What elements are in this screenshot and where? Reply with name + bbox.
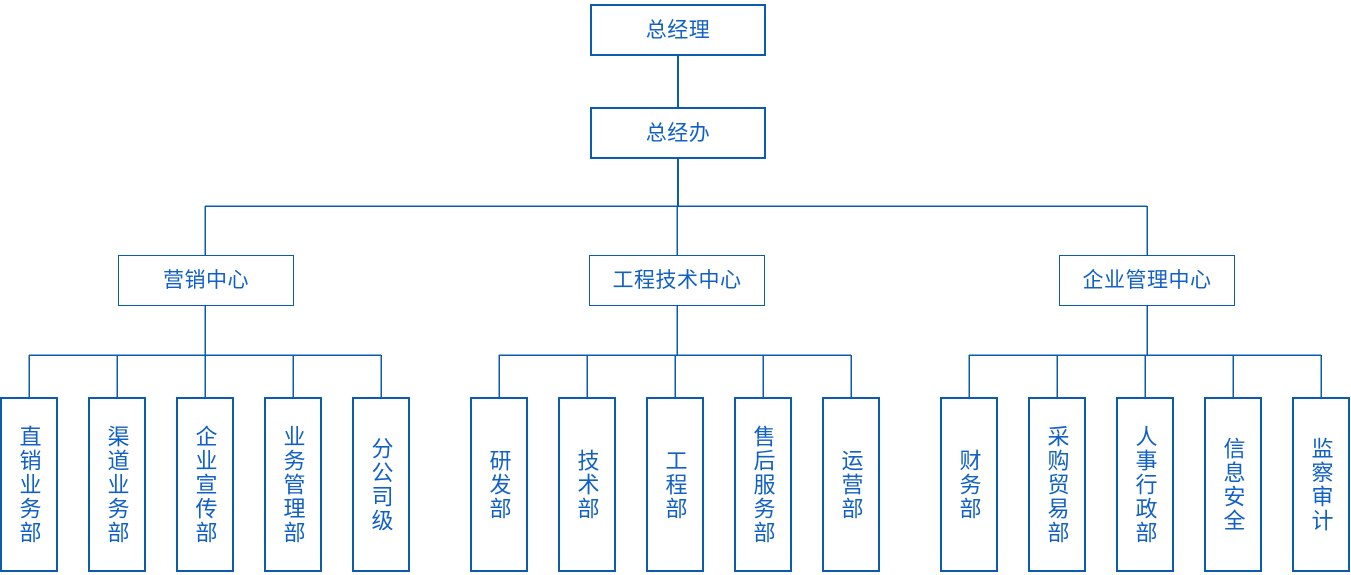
node-label-procurement-trade-department: 采购贸易部 bbox=[1044, 424, 1070, 545]
node-label-engineering-technology-center: 工程技术中心 bbox=[612, 269, 742, 292]
node-engineering-technology-center[interactable]: 工程技术中心 bbox=[589, 255, 765, 306]
node-label-after-sales-service-department: 售后服务部 bbox=[750, 424, 776, 545]
node-label-marketing-center: 营销中心 bbox=[163, 269, 249, 292]
node-branch-company-level[interactable]: 分公司级 bbox=[352, 397, 410, 572]
node-supervision-audit[interactable]: 监察审计 bbox=[1292, 397, 1350, 572]
node-marketing-center[interactable]: 营销中心 bbox=[118, 255, 294, 306]
node-human-resources-administration-department[interactable]: 人事行政部 bbox=[1116, 397, 1174, 572]
node-label-channel-sales-department: 渠道业务部 bbox=[104, 424, 130, 545]
node-direct-sales-department[interactable]: 直销业务部 bbox=[0, 397, 58, 572]
node-label-branch-company-level: 分公司级 bbox=[368, 436, 394, 533]
node-label-technology-department: 技术部 bbox=[574, 448, 600, 521]
node-label-direct-sales-department: 直销业务部 bbox=[16, 424, 42, 545]
node-label-human-resources-administration-department: 人事行政部 bbox=[1132, 424, 1158, 545]
node-business-management-department[interactable]: 业务管理部 bbox=[264, 397, 322, 572]
node-channel-sales-department[interactable]: 渠道业务部 bbox=[88, 397, 146, 572]
node-label-finance-department: 财务部 bbox=[956, 448, 982, 521]
node-label-general-manager-office: 总经办 bbox=[645, 121, 711, 145]
node-procurement-trade-department[interactable]: 采购贸易部 bbox=[1028, 397, 1086, 572]
node-label-enterprise-management-center: 企业管理中心 bbox=[1082, 269, 1212, 292]
node-general-manager[interactable]: 总经理 bbox=[590, 4, 766, 56]
node-enterprise-management-center[interactable]: 企业管理中心 bbox=[1059, 255, 1235, 306]
node-label-general-manager: 总经理 bbox=[645, 18, 711, 42]
node-label-supervision-audit: 监察审计 bbox=[1308, 436, 1334, 533]
node-operations-department[interactable]: 运营部 bbox=[822, 397, 880, 572]
node-technology-department[interactable]: 技术部 bbox=[558, 397, 616, 572]
node-enterprise-publicity-department[interactable]: 企业宣传部 bbox=[176, 397, 234, 572]
node-label-engineering-department: 工程部 bbox=[662, 448, 688, 521]
node-finance-department[interactable]: 财务部 bbox=[940, 397, 998, 572]
node-research-development-department[interactable]: 研发部 bbox=[470, 397, 528, 572]
node-label-enterprise-publicity-department: 企业宣传部 bbox=[192, 424, 218, 545]
node-label-operations-department: 运营部 bbox=[838, 448, 864, 521]
node-label-research-development-department: 研发部 bbox=[486, 448, 512, 521]
node-label-information-security: 信息安全 bbox=[1220, 436, 1246, 533]
node-general-manager-office[interactable]: 总经办 bbox=[590, 107, 766, 159]
node-engineering-department[interactable]: 工程部 bbox=[646, 397, 704, 572]
node-after-sales-service-department[interactable]: 售后服务部 bbox=[734, 397, 792, 572]
node-label-business-management-department: 业务管理部 bbox=[280, 424, 306, 545]
node-information-security[interactable]: 信息安全 bbox=[1204, 397, 1262, 572]
